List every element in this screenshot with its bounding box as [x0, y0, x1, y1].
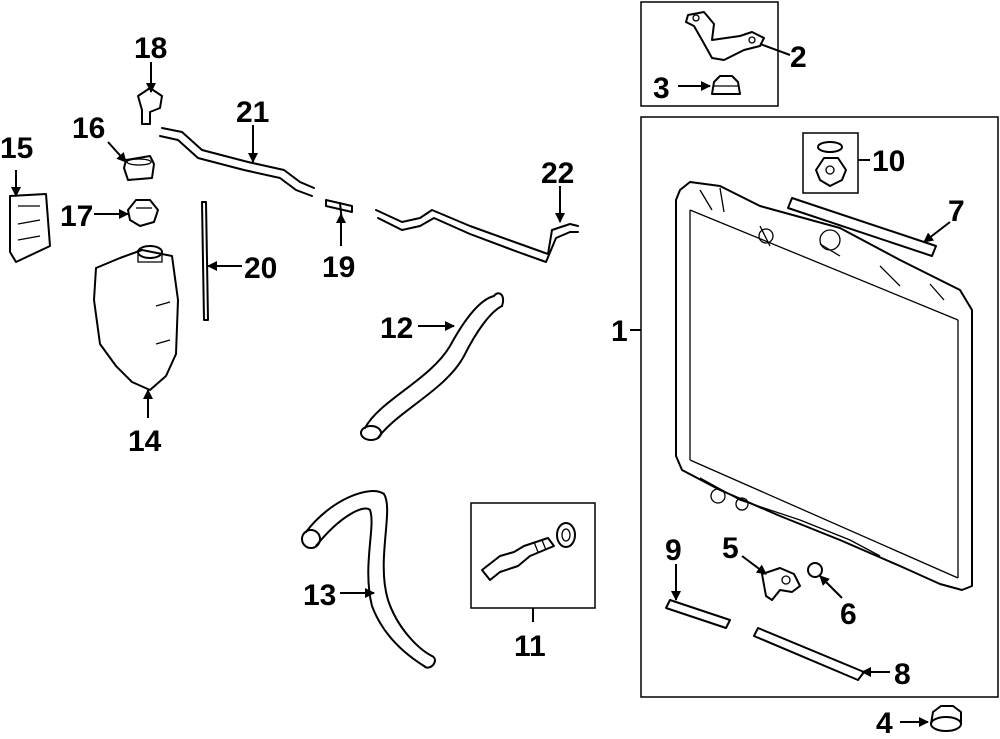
overflow-tube[interactable]: [201, 201, 209, 321]
callout-12: 12: [380, 312, 413, 345]
leader-5: [741, 555, 767, 575]
callout-18: 18: [134, 32, 167, 65]
upper-rubber-mount[interactable]: [711, 75, 741, 95]
splash-shield[interactable]: [9, 193, 51, 263]
callout-6: 6: [840, 598, 857, 631]
callout-21: 21: [236, 96, 269, 129]
callout-4: 4: [876, 707, 893, 739]
callout-1: 1: [611, 315, 628, 348]
callout-9: 9: [665, 534, 682, 567]
callout-11: 11: [514, 630, 546, 663]
leader-7: [923, 221, 951, 243]
reserve-tank[interactable]: [93, 245, 179, 391]
callout-20: 20: [244, 252, 277, 285]
callout-10: 10: [872, 145, 905, 178]
callout-13: 13: [303, 579, 336, 612]
side-seal[interactable]: [665, 599, 731, 629]
temperature-sensor[interactable]: [481, 522, 576, 581]
upper-seal[interactable]: [787, 197, 937, 257]
callout-3: 3: [653, 72, 670, 105]
hose-clip[interactable]: [137, 87, 163, 125]
callout-8: 8: [894, 658, 911, 691]
drain-plug[interactable]: [761, 567, 801, 601]
lower-radiator-hose[interactable]: [301, 490, 436, 669]
tank-cap[interactable]: [123, 155, 155, 181]
callout-2: 2: [790, 41, 807, 74]
leader-16: [107, 141, 127, 163]
upper-radiator-hose[interactable]: [360, 292, 504, 441]
leader-2: [759, 43, 791, 56]
callout-22: 22: [541, 157, 574, 190]
tank-grommet[interactable]: [127, 199, 159, 227]
tube-joint[interactable]: [325, 199, 353, 223]
reserve-hose[interactable]: [375, 209, 579, 263]
cap-group-frame: [802, 132, 859, 194]
callout-5: 5: [722, 532, 739, 565]
callout-7: 7: [948, 195, 965, 228]
callout-19: 19: [322, 251, 355, 284]
callout-16: 16: [72, 112, 105, 145]
callout-15: 15: [0, 132, 33, 165]
callout-17: 17: [60, 200, 93, 233]
mounting-bracket[interactable]: [685, 11, 765, 61]
drain-plug-o-ring[interactable]: [807, 562, 823, 578]
lower-rubber-mount[interactable]: [930, 705, 962, 732]
bracket-group-frame: [640, 1, 779, 107]
leader-6: [819, 575, 843, 599]
siphon-tube[interactable]: [159, 127, 315, 197]
radiator[interactable]: [675, 181, 973, 591]
lower-seal[interactable]: [753, 627, 865, 681]
radiator-group-frame: [640, 116, 999, 698]
radiator-cap[interactable]: [815, 141, 847, 187]
callout-14: 14: [128, 425, 162, 458]
